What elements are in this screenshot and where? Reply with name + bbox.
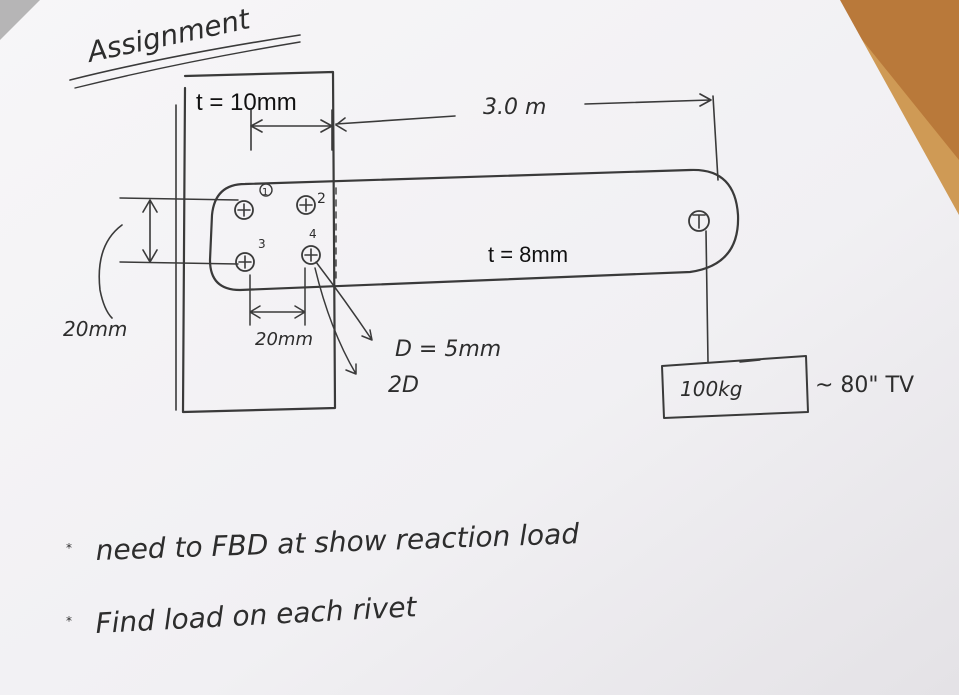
paper-corner-shadow <box>0 0 40 40</box>
bar-thickness-label: t = 8mm <box>488 242 568 267</box>
rivet-2-number: 2 <box>317 191 326 207</box>
load-rope <box>705 230 709 363</box>
title-underline-1 <box>69 34 301 81</box>
title-underline-2 <box>74 41 301 89</box>
horizontal-spacing-label: 20mm <box>255 329 313 350</box>
horizontal-spacing-dimension <box>249 267 306 326</box>
rivet-2: 2 <box>296 191 326 215</box>
rivet-3-number: 3 <box>258 237 266 251</box>
vertical-spacing-extensions <box>119 197 239 265</box>
diameter-label: D = 5mm <box>395 337 501 362</box>
span-label: 3.0 m <box>483 95 546 120</box>
span-dimension-left <box>335 115 456 132</box>
rivet-3: 3 <box>235 237 266 272</box>
horizontal-bar <box>208 168 740 292</box>
rivet-1: 1 <box>234 183 273 220</box>
load-pin <box>688 210 710 232</box>
span-end-extension <box>712 95 719 181</box>
rivet-1-number: 1 <box>262 187 268 198</box>
column-thickness-label: t = 10mm <box>196 89 297 116</box>
column-thickness-arrowheads <box>250 119 333 133</box>
load-box-tab <box>739 359 761 363</box>
note-2-bullet: * <box>66 614 72 628</box>
span-dimension-right <box>584 93 712 107</box>
column-plate <box>181 70 337 414</box>
vertical-spacing-label: 20mm <box>63 317 127 341</box>
load-note: ~ 80" TV <box>815 373 914 398</box>
edge-distance-arrow <box>314 267 357 375</box>
load-box <box>661 355 809 419</box>
vertical-spacing-leader <box>98 224 123 319</box>
wood-shade <box>830 0 959 160</box>
column-thickness-dimension <box>250 109 333 151</box>
rivet-4-number: 4 <box>309 227 317 241</box>
edge-distance-label: 2D <box>388 373 419 398</box>
diameter-arrow <box>315 261 373 341</box>
vertical-spacing-dimension <box>142 199 158 263</box>
note-1-bullet: * <box>66 541 72 555</box>
rivet-4: 4 <box>301 227 321 265</box>
load-label: 100kg <box>680 377 742 401</box>
